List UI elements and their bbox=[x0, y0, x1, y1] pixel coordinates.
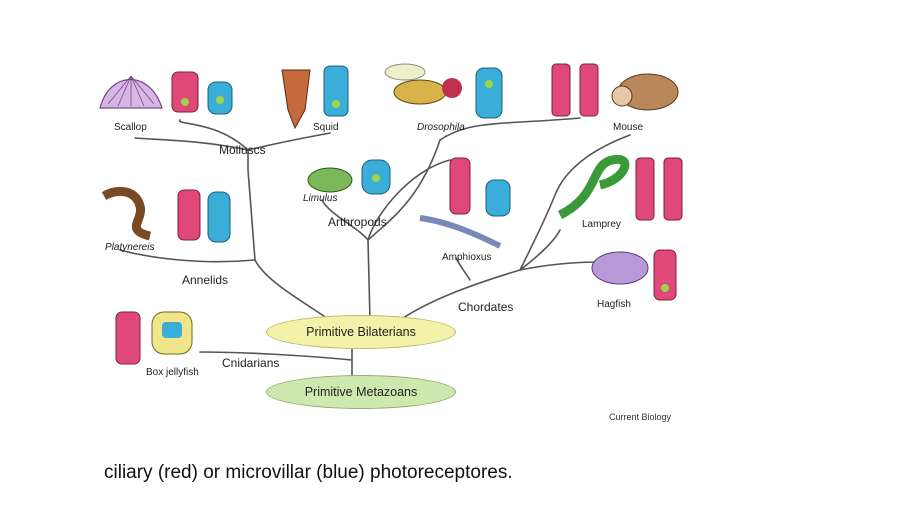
microvillar-photoreceptor-icon bbox=[323, 65, 349, 117]
clade-molluscs-label: Molluscs bbox=[219, 143, 266, 157]
microvillar-photoreceptor-icon bbox=[207, 81, 233, 115]
limulus-icon bbox=[307, 167, 353, 193]
ciliary-photoreceptor-icon bbox=[551, 63, 599, 117]
node-primitive-bilaterians: Primitive Bilaterians bbox=[266, 315, 456, 349]
squid-icon bbox=[281, 69, 311, 130]
microvillar-photoreceptor-icon bbox=[485, 179, 511, 217]
amphioxus-icon bbox=[419, 215, 502, 249]
caption-text: ciliary (red) or microvillar (blue) phot… bbox=[104, 462, 513, 483]
species-mouse-label: Mouse bbox=[613, 122, 644, 133]
microvillar-photoreceptor-icon bbox=[207, 191, 231, 243]
microvillar-photoreceptor-icon bbox=[361, 159, 391, 195]
scallop-icon bbox=[99, 75, 163, 109]
clade-arthropods-label: Arthropods bbox=[328, 215, 387, 229]
clade-chordates-label: Chordates bbox=[458, 300, 514, 314]
ciliary-photoreceptor-icon bbox=[115, 311, 141, 365]
clade-annelids-label: Annelids bbox=[182, 273, 229, 287]
node-primitive-metazoans: Primitive Metazoans bbox=[266, 375, 456, 409]
drosophila-icon bbox=[384, 63, 462, 105]
ciliary-photoreceptor-icon bbox=[171, 71, 199, 113]
ciliary-photoreceptor-icon bbox=[177, 189, 201, 241]
ciliary-photoreceptor-icon bbox=[635, 157, 683, 221]
species-limulus-label: Limulus bbox=[303, 193, 338, 204]
clade-cnidarians-label: Cnidarians bbox=[222, 356, 280, 370]
ciliary-photoreceptor-icon bbox=[449, 157, 471, 215]
species-squid-label: Squid bbox=[313, 122, 339, 133]
box-jellyfish-icon bbox=[151, 311, 193, 355]
branch-bilateria-main bbox=[254, 259, 331, 321]
species-platynereis-label: Platynereis bbox=[105, 242, 155, 253]
platynereis-icon bbox=[101, 186, 152, 241]
species-box-jellyfish-label: Box jellyfish bbox=[146, 367, 199, 378]
species-drosophila-label: Drosophila bbox=[417, 122, 465, 133]
figure-credit: Current Biology bbox=[609, 412, 672, 422]
species-scallop-label: Scallop bbox=[114, 122, 147, 133]
microvillar-photoreceptor-icon bbox=[475, 67, 503, 119]
lamprey-icon bbox=[557, 154, 630, 220]
ciliary-photoreceptor-icon bbox=[653, 249, 677, 301]
hagfish-icon bbox=[591, 251, 649, 285]
species-amphioxus-label: Amphioxus bbox=[442, 252, 492, 263]
branch-cnidarians bbox=[199, 351, 353, 361]
species-hagfish-label: Hagfish bbox=[597, 299, 631, 310]
branch-chordates bbox=[399, 269, 521, 321]
species-lamprey-label: Lamprey bbox=[582, 219, 621, 230]
mouse-icon bbox=[611, 73, 679, 111]
